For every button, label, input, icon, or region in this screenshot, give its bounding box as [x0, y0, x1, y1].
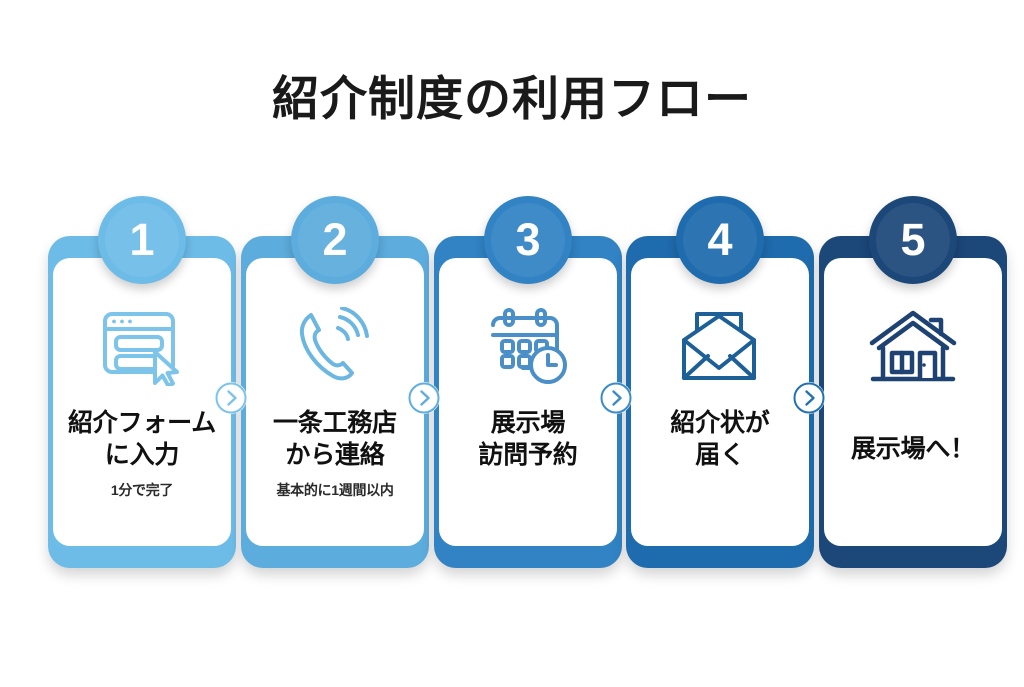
step-card-1[interactable]: 1 紹介フォーム に入力 1分で完了 — [48, 196, 236, 568]
open-envelope-letter-icon — [626, 301, 814, 393]
step-3-title: 展示場 訪問予約 — [478, 409, 578, 469]
connector-arrow-2 — [408, 382, 440, 414]
step-card-3[interactable]: 3 展示場 訪問予約 — [434, 196, 622, 568]
chevron-right-icon — [793, 382, 825, 414]
step-4-text: 紹介状が 届く — [632, 408, 808, 482]
step-5-number-badge: 5 — [869, 196, 957, 284]
chevron-right-icon — [215, 382, 247, 414]
steps-row: 1 紹介フォーム に入力 1分で完了 — [0, 196, 1024, 586]
step-card-2[interactable]: 2 一条工務店 から連絡 基本的に1週間以内 — [241, 196, 429, 568]
step-3-text: 展示場 訪問予約 — [440, 408, 616, 482]
phone-ringing-icon — [241, 301, 429, 393]
step-1-subtitle: 1分で完了 — [110, 482, 174, 498]
step-5-title: 展示場へ！ — [850, 435, 975, 463]
step-1-number: 1 — [129, 214, 155, 265]
house-icon — [819, 301, 1007, 393]
step-2-number: 2 — [322, 214, 348, 265]
step-card-4[interactable]: 4 紹介状が 届く — [626, 196, 814, 568]
connector-arrow-1 — [215, 382, 247, 414]
step-4-number: 4 — [707, 214, 733, 265]
step-3-card-surface — [439, 258, 617, 546]
step-5-number: 5 — [900, 214, 926, 265]
step-2-subtitle: 基本的に1週間以内 — [276, 482, 394, 498]
step-5-text: 展示場へ！ — [825, 434, 1001, 477]
step-3-number-badge: 3 — [484, 196, 572, 284]
chevron-right-icon — [408, 382, 440, 414]
page-title: 紹介制度の利用フロー — [272, 72, 752, 125]
step-2-text: 一条工務店 から連絡 基本的に1週間以内 — [247, 408, 423, 499]
connector-arrow-3 — [600, 382, 632, 414]
step-1-text: 紹介フォーム に入力 1分で完了 — [54, 408, 230, 499]
step-1-card-surface — [53, 258, 231, 546]
calendar-clock-icon — [434, 301, 622, 393]
step-1-title: 紹介フォーム に入力 — [67, 409, 217, 469]
connector-arrow-4 — [793, 382, 825, 414]
step-2-title: 一条工務店 から連絡 — [272, 409, 397, 469]
chevron-right-icon — [600, 382, 632, 414]
browser-form-cursor-icon — [48, 301, 236, 393]
step-3-number: 3 — [515, 214, 541, 265]
step-4-number-badge: 4 — [676, 196, 764, 284]
step-4-card-surface — [631, 258, 809, 546]
step-1-number-badge: 1 — [98, 196, 186, 284]
step-4-title: 紹介状が 届く — [670, 409, 770, 469]
step-2-number-badge: 2 — [291, 196, 379, 284]
step-card-5[interactable]: 5 展示場へ！ — [819, 196, 1007, 568]
step-5-card-surface — [824, 258, 1002, 546]
step-2-card-surface — [246, 258, 424, 546]
